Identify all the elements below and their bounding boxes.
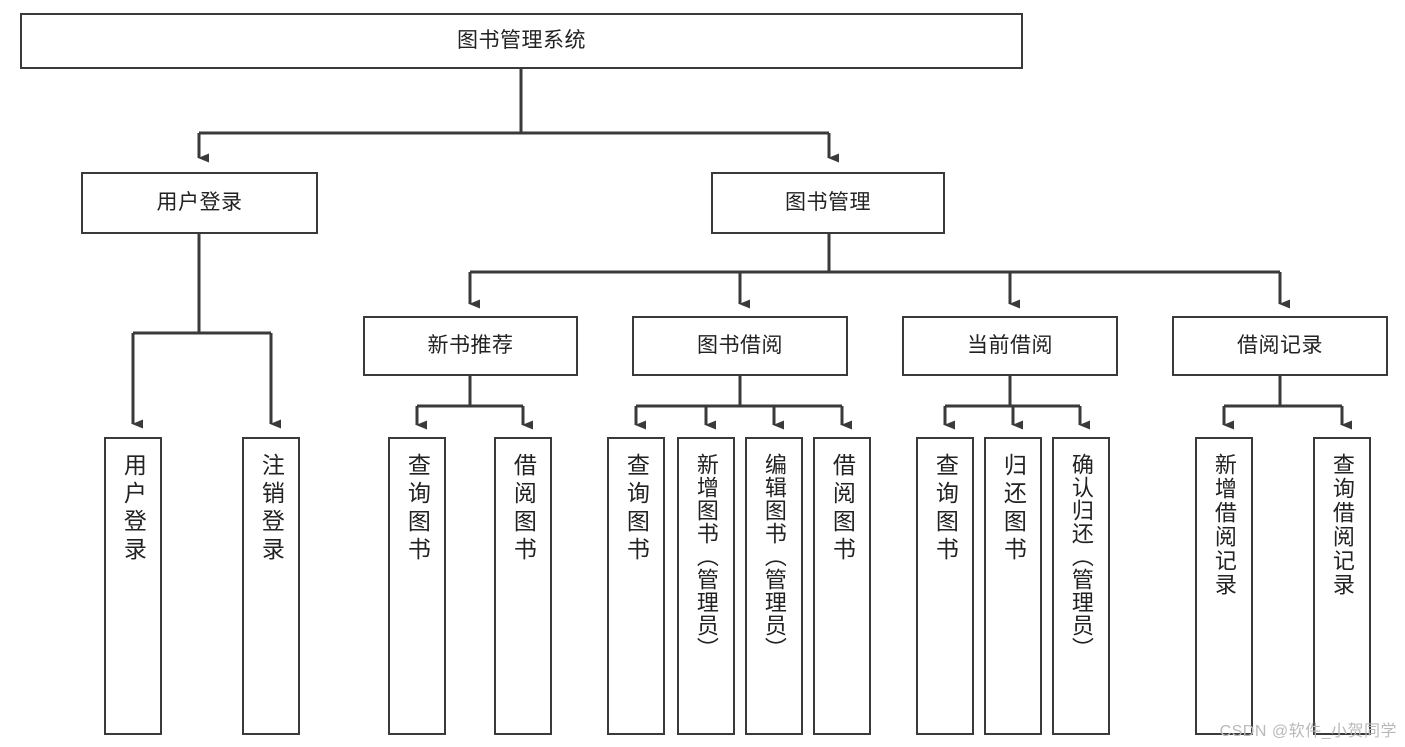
node-book-management[interactable]: 图书管理: [711, 172, 945, 234]
node-book-borrow[interactable]: 图书借阅: [632, 316, 848, 376]
node-label: 借阅图书: [510, 453, 537, 565]
node-label: 借阅记录: [1237, 333, 1323, 357]
node-label: 查询图书: [932, 453, 959, 565]
node-root-system[interactable]: 图书管理系统: [20, 13, 1023, 69]
node-label: 用户登录: [120, 453, 147, 565]
node-borrow-record[interactable]: 借阅记录: [1172, 316, 1388, 376]
leaf-record-query-record[interactable]: 查询借阅记录: [1313, 437, 1371, 735]
node-label: 新增借阅记录: [1211, 453, 1237, 597]
leaf-user-login-signout[interactable]: 注销登录: [242, 437, 300, 735]
node-label: 用户登录: [156, 190, 243, 214]
csdn-watermark: CSDN @软件_小贺同学: [1219, 723, 1397, 740]
node-label: 查询借阅记录: [1329, 453, 1355, 597]
node-label: 图书借阅: [697, 333, 783, 357]
node-label: 归还图书: [1000, 453, 1027, 565]
node-label: 图书管理: [785, 190, 871, 214]
leaf-current-query-book[interactable]: 查询图书: [916, 437, 974, 735]
node-label: 注销登录: [258, 453, 285, 565]
leaf-recommend-borrow-book[interactable]: 借阅图书: [494, 437, 552, 735]
node-label: 查询图书: [623, 453, 650, 565]
node-label: 新书推荐: [427, 333, 514, 357]
node-label: 当前借阅: [967, 333, 1053, 357]
node-label: 借阅图书: [829, 453, 856, 565]
leaf-user-login-signin[interactable]: 用户登录: [104, 437, 162, 735]
node-user-login[interactable]: 用户登录: [81, 172, 318, 234]
leaf-current-confirm-return-admin[interactable]: 确认归还（管理员）: [1052, 437, 1110, 735]
node-label: 新增图书（管理员）: [693, 453, 719, 660]
node-label: 图书管理系统: [457, 28, 586, 52]
leaf-current-return-book[interactable]: 归还图书: [984, 437, 1042, 735]
leaf-record-add-record[interactable]: 新增借阅记录: [1195, 437, 1253, 735]
leaf-borrow-borrow-book[interactable]: 借阅图书: [813, 437, 871, 735]
leaf-recommend-query-book[interactable]: 查询图书: [388, 437, 446, 735]
leaf-borrow-query-book[interactable]: 查询图书: [607, 437, 665, 735]
node-label: 查询图书: [404, 453, 431, 565]
node-label: 确认归还（管理员）: [1068, 453, 1094, 660]
leaf-borrow-add-book-admin[interactable]: 新增图书（管理员）: [677, 437, 735, 735]
node-current-borrow[interactable]: 当前借阅: [902, 316, 1118, 376]
node-label: 编辑图书（管理员）: [761, 453, 787, 660]
node-new-book-recommend[interactable]: 新书推荐: [363, 316, 578, 376]
leaf-borrow-edit-book-admin[interactable]: 编辑图书（管理员）: [745, 437, 803, 735]
